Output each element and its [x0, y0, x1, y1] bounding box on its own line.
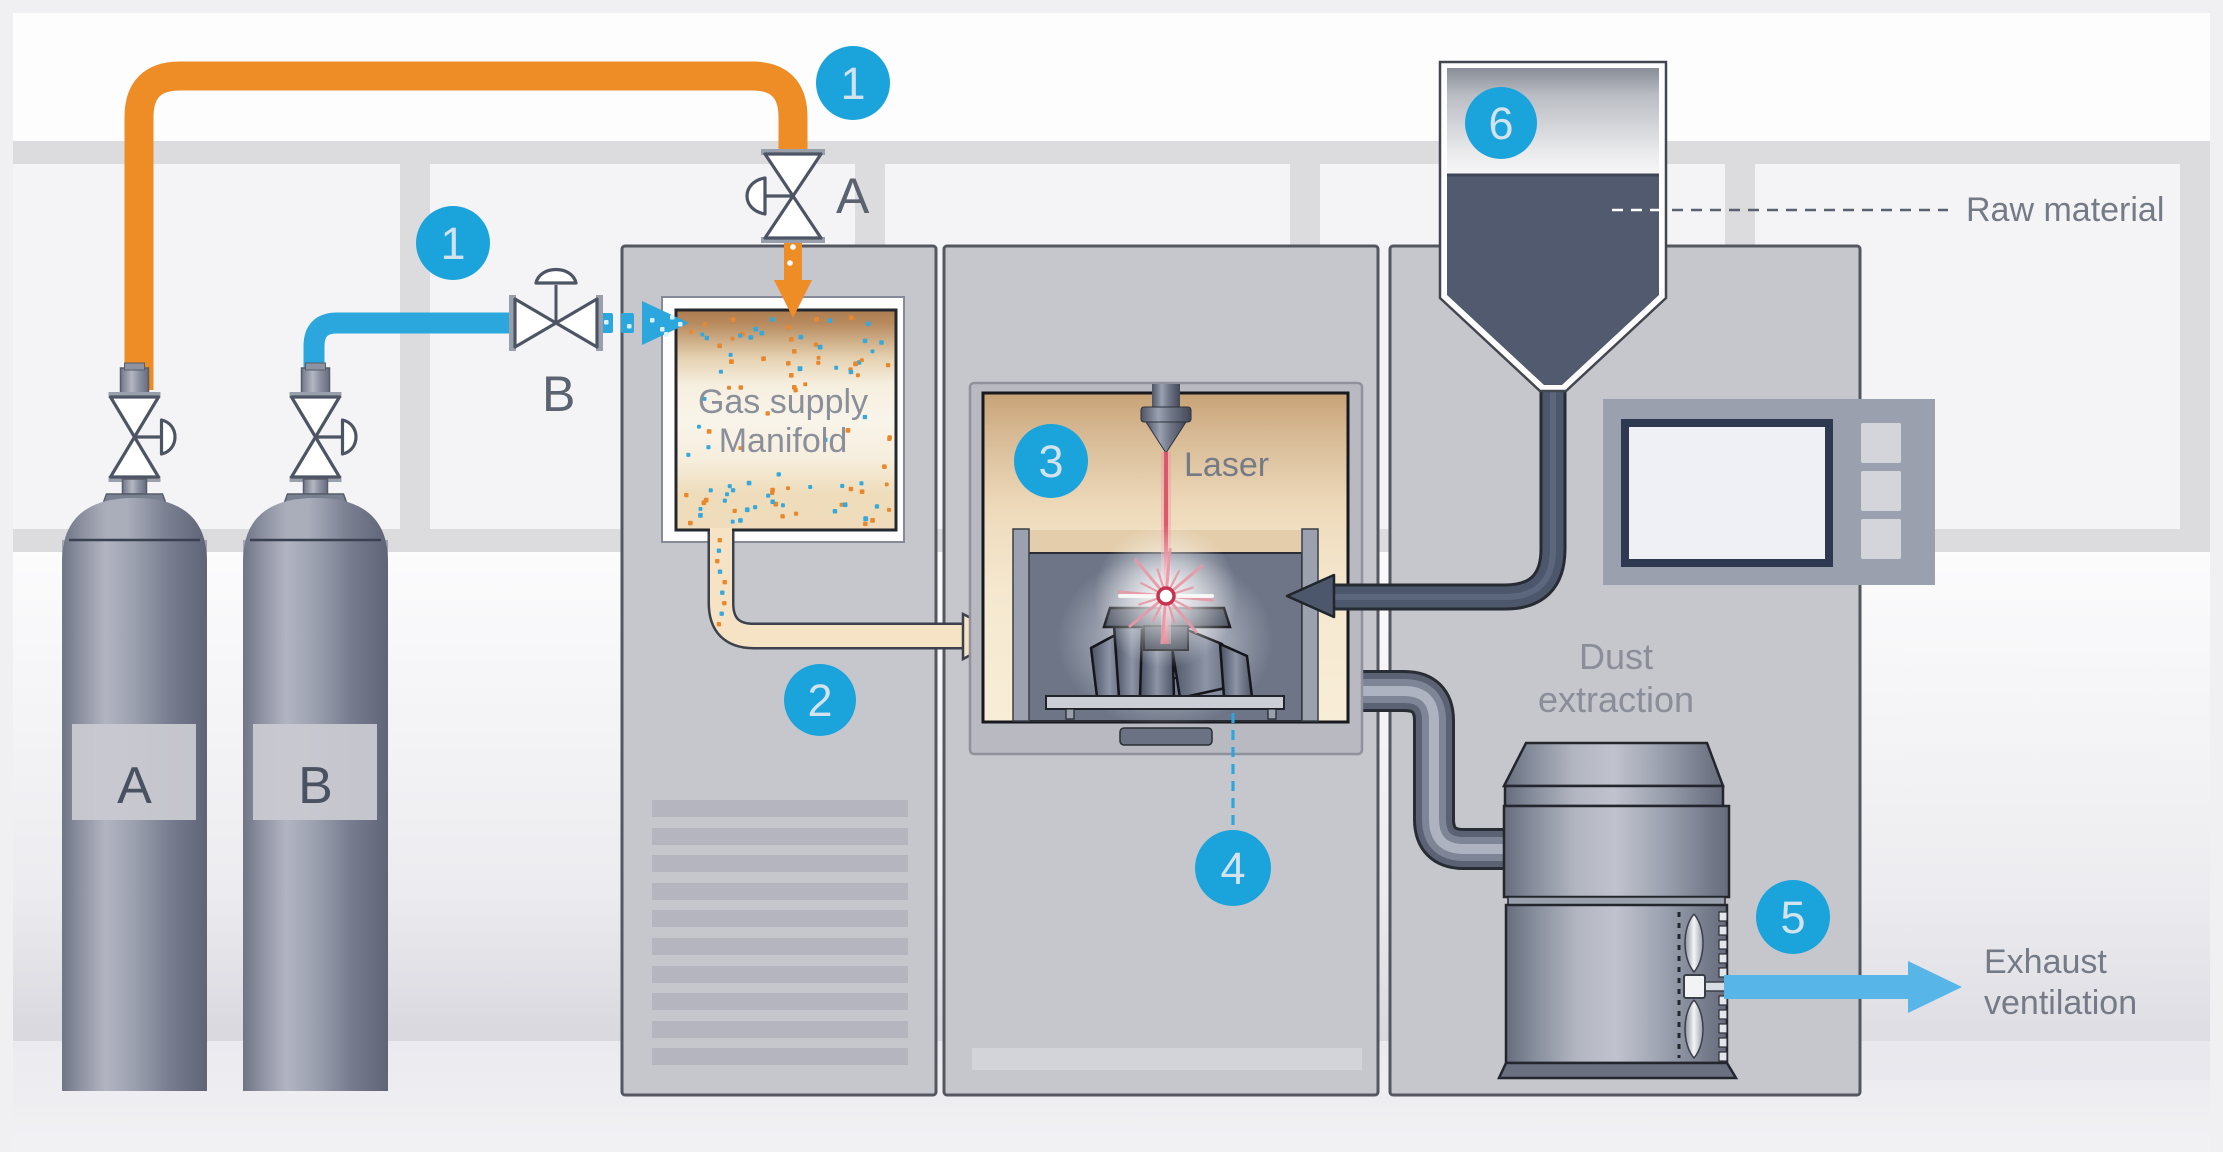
- svg-text:2: 2: [807, 675, 832, 726]
- svg-text:A: A: [117, 757, 152, 815]
- svg-text:Gas supply: Gas supply: [698, 383, 868, 421]
- svg-text:3: 3: [1038, 436, 1063, 487]
- svg-text:Laser: Laser: [1184, 446, 1269, 484]
- svg-text:B: B: [542, 366, 575, 422]
- svg-text:extraction: extraction: [1538, 679, 1694, 720]
- svg-text:1: 1: [840, 58, 865, 109]
- svg-text:1: 1: [440, 218, 465, 269]
- svg-text:4: 4: [1220, 843, 1245, 894]
- svg-text:Dust: Dust: [1579, 636, 1653, 677]
- svg-text:ventilation: ventilation: [1984, 984, 2137, 1022]
- svg-text:Raw material: Raw material: [1966, 191, 2164, 229]
- svg-text:B: B: [298, 757, 333, 815]
- svg-text:A: A: [836, 168, 870, 224]
- svg-text:5: 5: [1780, 892, 1805, 943]
- svg-text:6: 6: [1488, 98, 1513, 149]
- svg-text:Manifold: Manifold: [719, 422, 848, 460]
- svg-text:Exhaust: Exhaust: [1984, 943, 2107, 981]
